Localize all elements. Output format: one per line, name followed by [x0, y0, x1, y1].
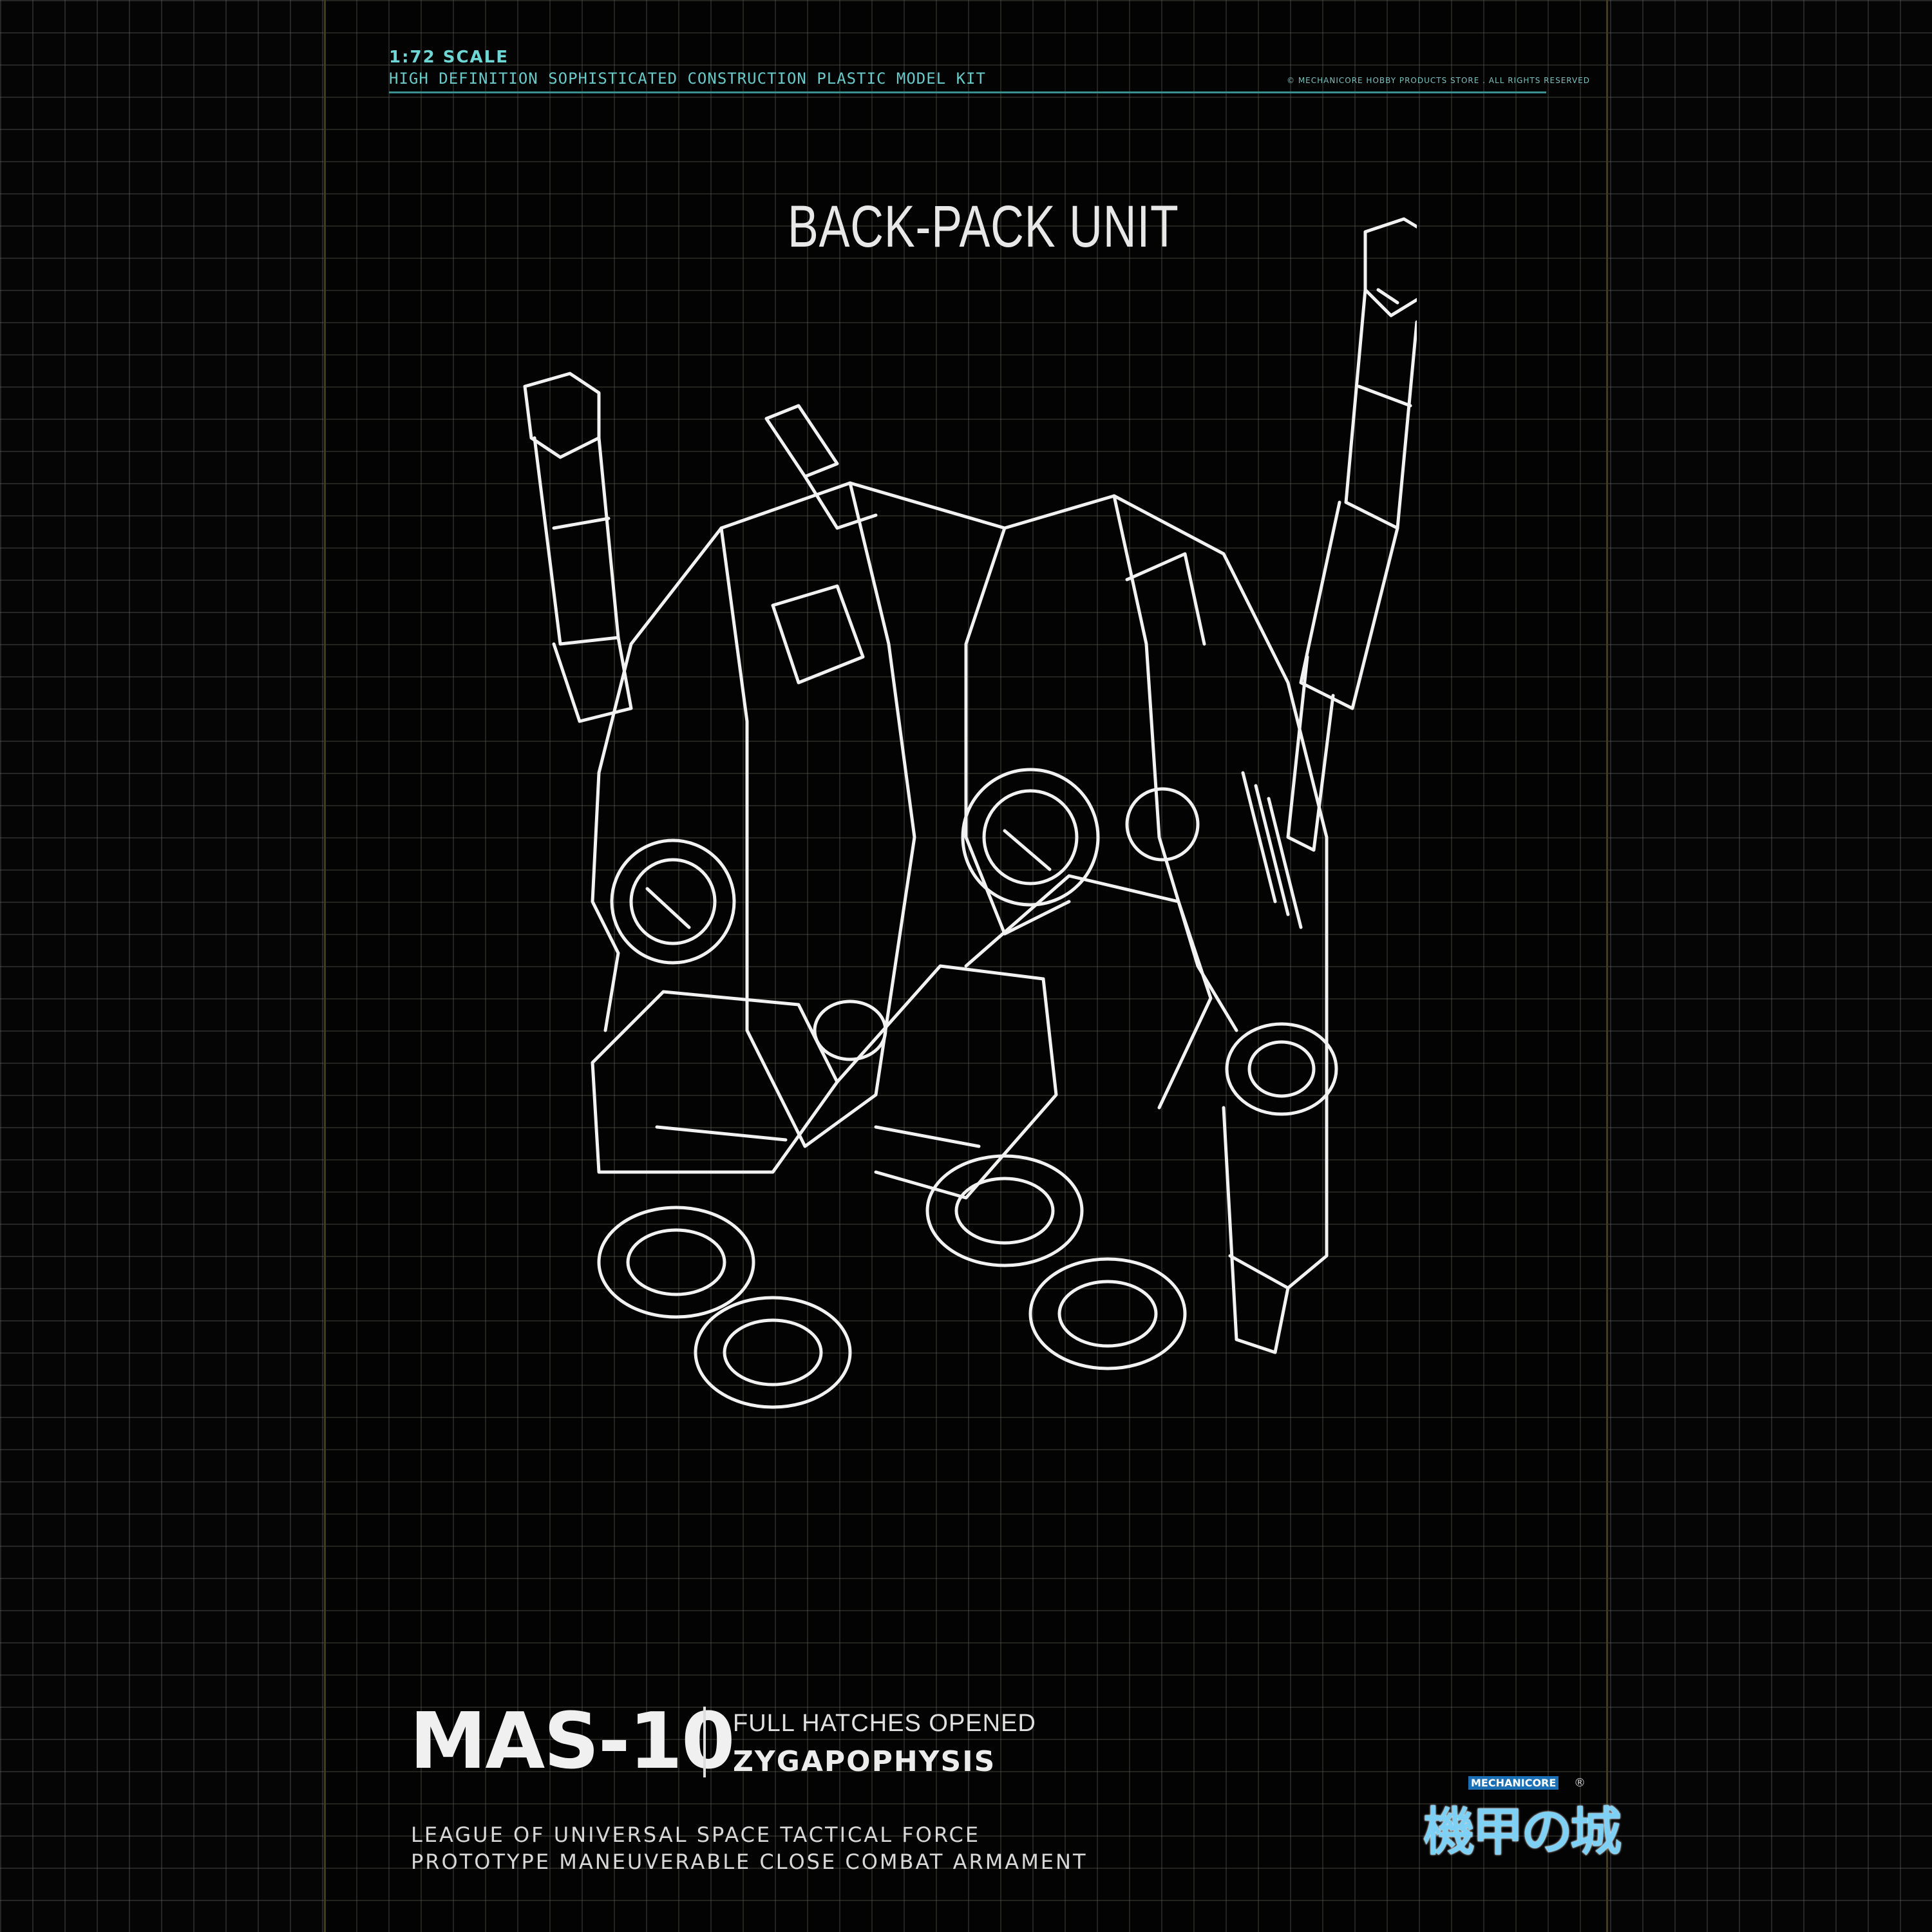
faction-line: LEAGUE OF UNIVERSAL SPACE TACTICAL FORCE — [411, 1823, 981, 1847]
header-divider — [389, 91, 1546, 93]
blueprint-sheet — [324, 0, 1608, 1932]
model-state: FULL HATCHES OPENED — [733, 1710, 1036, 1737]
registered-mark: ® — [1574, 1776, 1586, 1790]
model-code: MAS-10 — [410, 1697, 735, 1786]
copyright-text: © MECHANICORE HOBBY PRODUCTS STORE . ALL… — [1287, 76, 1590, 85]
logo-english-text: MECHANICORE — [1468, 1776, 1559, 1790]
backpack-lineart-icon — [523, 217, 1417, 1409]
description-line: PROTOTYPE MANEUVERABLE CLOSE COMBAT ARMA… — [411, 1850, 1088, 1874]
kit-subtitle: HIGH DEFINITION SOPHISTICATED CONSTRUCTI… — [389, 70, 986, 88]
brand-logo: 機甲の城 MECHANICORE ® — [1423, 1776, 1622, 1862]
footer-separator — [703, 1707, 706, 1777]
page-title: BACK-PACK UNIT — [788, 194, 1179, 260]
model-name: ZYGAPOPHYSIS — [733, 1745, 996, 1778]
logo-chinese-text: 機甲の城 — [1423, 1802, 1622, 1862]
scale-label: 1:72 SCALE — [389, 48, 509, 67]
